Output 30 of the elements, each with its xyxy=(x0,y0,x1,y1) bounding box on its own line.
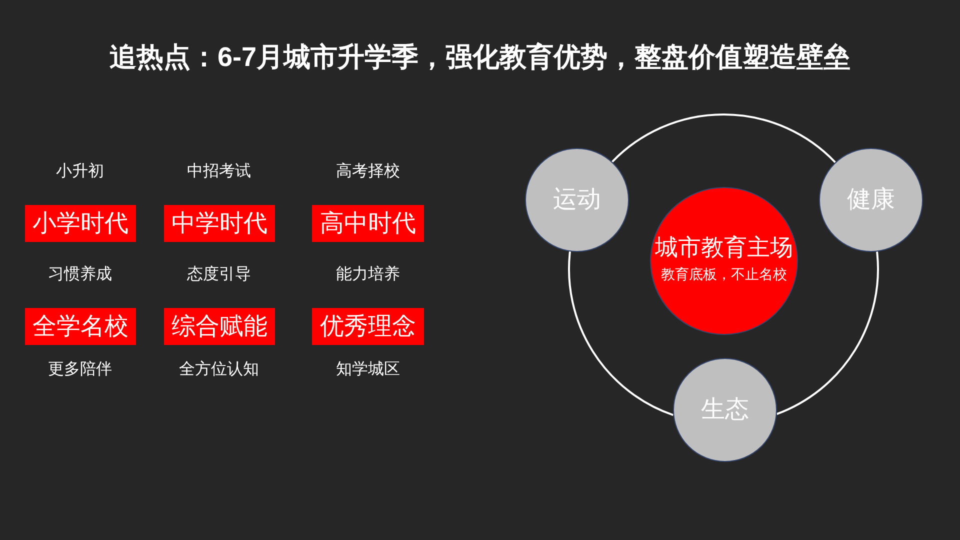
stage-panel xyxy=(312,205,424,242)
stage-panel xyxy=(25,308,136,345)
stage-panel xyxy=(164,308,275,345)
stage-caption: 知学城区 xyxy=(336,360,400,380)
stage-caption: 中招考试 xyxy=(187,162,251,182)
stage-caption: 小升初 xyxy=(56,162,104,182)
stage-panel xyxy=(164,205,275,242)
topic-label: 健康 xyxy=(847,186,895,214)
stage-caption: 习惯养成 xyxy=(48,265,112,285)
stage-title: 中学时代 xyxy=(172,210,268,238)
stage-caption: 态度引导 xyxy=(187,265,251,285)
topic-label: 运动 xyxy=(553,186,601,214)
ring-arc xyxy=(776,252,879,415)
stage-caption: 全方位认知 xyxy=(179,360,259,380)
ring-arc xyxy=(612,114,836,163)
stage-title: 小学时代 xyxy=(32,210,128,238)
slide-title: 追热点：6-7月城市升学季，强化教育优势，整盘价值塑造壁垒 xyxy=(109,41,851,74)
stage-title: 优秀理念 xyxy=(320,312,416,340)
stage-title: 高中时代 xyxy=(320,210,416,238)
stage-title: 全学名校 xyxy=(32,312,128,340)
stage-panel xyxy=(25,205,136,242)
ring-arc xyxy=(568,251,674,416)
stage-caption: 更多陪伴 xyxy=(48,360,112,380)
stage-caption: 能力培养 xyxy=(336,265,400,285)
stage-title: 综合赋能 xyxy=(172,312,268,340)
stage-caption: 高考择校 xyxy=(336,162,400,182)
circle-heading: 城市教育主场 xyxy=(655,233,793,261)
stage-panel xyxy=(312,308,424,345)
topic-label: 生态 xyxy=(701,396,749,424)
circle-subtitle: 教育底板，不止名校 xyxy=(661,265,787,283)
